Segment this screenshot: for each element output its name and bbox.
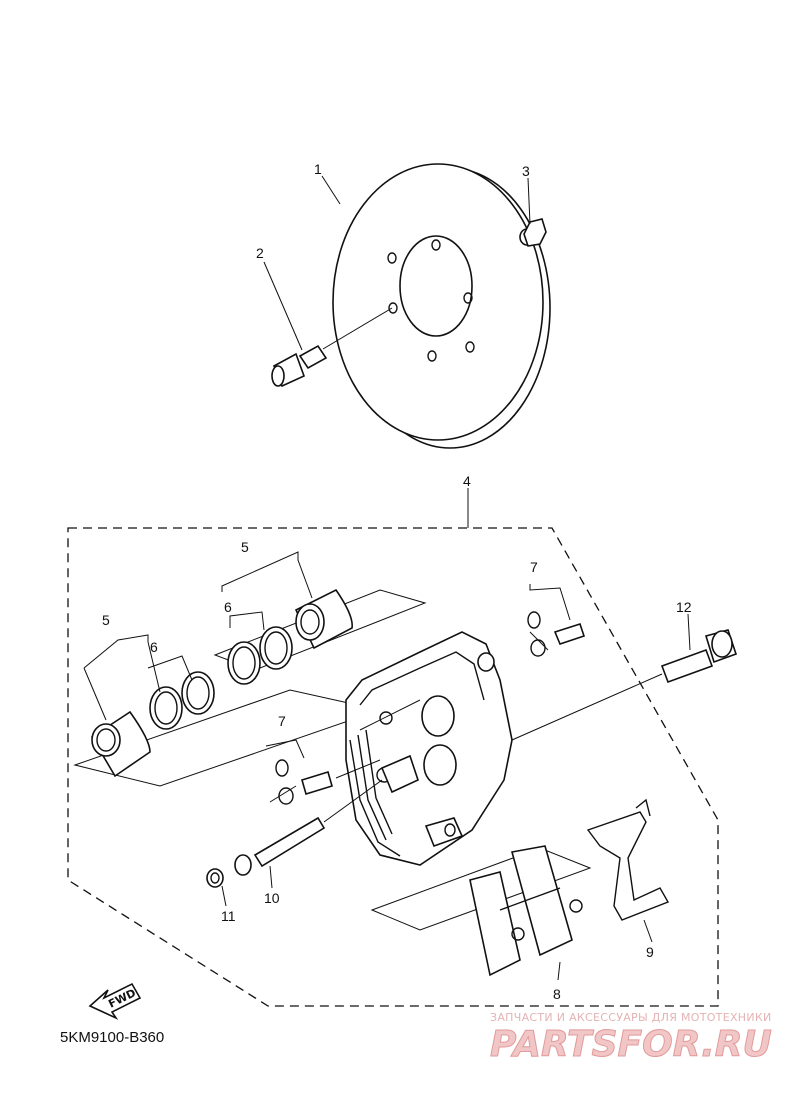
callout-11: 11 <box>221 908 236 924</box>
seal-left-b <box>181 671 215 715</box>
callout-5-right: 5 <box>241 539 249 555</box>
slide-pin-cap <box>206 868 224 888</box>
piston-right <box>294 588 353 650</box>
slide-pin <box>234 779 383 876</box>
piston-left <box>90 710 151 778</box>
watermark-caption: ЗАПЧАСТИ И АКСЕССУАРЫ ДЛЯ МОТОТЕХНИКИ <box>490 1011 772 1024</box>
callout-9: 9 <box>646 944 654 960</box>
callout-3: 3 <box>522 163 530 179</box>
diagram-code: 5KM9100-B360 <box>60 1029 164 1046</box>
callout-10: 10 <box>264 890 280 906</box>
disc-bolt <box>271 307 393 388</box>
seal-right-b <box>259 626 293 670</box>
caliper-assembly-outline <box>67 527 719 1007</box>
callout-6-right: 6 <box>224 599 232 615</box>
fwd-arrow-icon: FWD <box>88 982 142 1020</box>
watermark-logo: PARTSFOR.RU <box>490 1024 772 1065</box>
caliper-bolt <box>511 629 738 741</box>
bleed-screw-lower <box>269 759 333 805</box>
callout-1: 1 <box>314 161 322 177</box>
brake-pads <box>370 845 592 977</box>
callout-12: 12 <box>676 599 692 615</box>
leader-lines <box>83 175 691 981</box>
seal-left-a <box>149 686 183 730</box>
caliper-body <box>345 631 513 866</box>
callout-7-upper: 7 <box>530 559 538 575</box>
brake-disc <box>332 163 551 449</box>
callout-6-left: 6 <box>150 639 158 655</box>
callout-5-left: 5 <box>102 612 110 628</box>
disc-nut <box>519 218 547 247</box>
callout-4: 4 <box>463 473 471 489</box>
callout-8: 8 <box>553 986 561 1002</box>
bleed-screw-upper <box>527 611 586 657</box>
callout-7-lower: 7 <box>278 713 286 729</box>
pad-spring <box>586 798 670 921</box>
callout-2: 2 <box>256 245 264 261</box>
seal-right-a <box>227 641 261 685</box>
